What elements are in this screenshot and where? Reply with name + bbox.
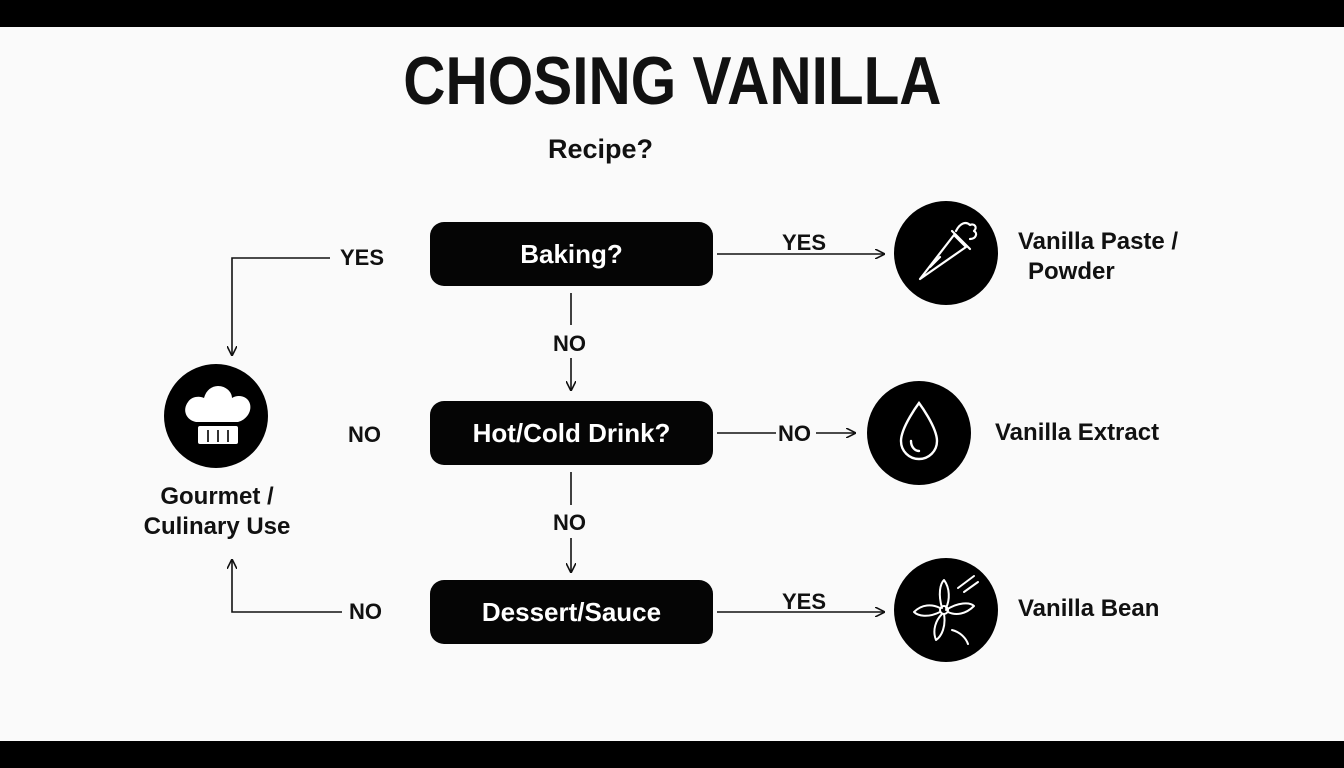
label-dessert-right: YES: [782, 589, 827, 614]
bottom-letterbox-bar: [0, 741, 1344, 768]
decision-drink: Hot/Cold Drink?: [430, 401, 713, 465]
outcome-paste: Vanilla Paste / Powder: [1018, 227, 1178, 287]
outcome-gourmet-line1: Gourmet /: [160, 483, 274, 510]
diagram-title: CHOSING VANILLA: [403, 43, 942, 119]
decision-baking: Baking?: [430, 222, 713, 286]
chef-hat-icon: [164, 364, 268, 468]
edge-no-gourmet: [232, 560, 342, 613]
outcome-gourmet: Gourmet / Culinary Use: [137, 482, 297, 542]
top-letterbox-bar: [0, 0, 1344, 27]
outcome-bean: Vanilla Bean: [1018, 595, 1160, 622]
outcome-paste-line1: Vanilla Paste /: [1018, 228, 1179, 255]
outcome-extract: Vanilla Extract: [995, 419, 1160, 446]
label-drink-down: NO: [553, 510, 586, 535]
label-drink-left: NO: [348, 422, 381, 447]
label-dessert-left: NO: [349, 599, 382, 624]
root-question: Recipe?: [548, 134, 654, 164]
drop-icon: [867, 381, 971, 485]
label-baking-left: YES: [340, 245, 385, 270]
decision-dessert: Dessert/Sauce: [430, 580, 713, 644]
label-baking-down: NO: [553, 331, 586, 356]
vanilla-flower-icon: [894, 558, 998, 662]
piping-bag-icon: [894, 201, 998, 305]
outcome-paste-line2: Powder: [1028, 258, 1115, 285]
edge-yes-gourmet: [232, 257, 330, 355]
label-baking-right: YES: [782, 230, 827, 255]
outcome-gourmet-line2: Culinary Use: [143, 513, 291, 540]
label-drink-right: NO: [778, 421, 811, 446]
